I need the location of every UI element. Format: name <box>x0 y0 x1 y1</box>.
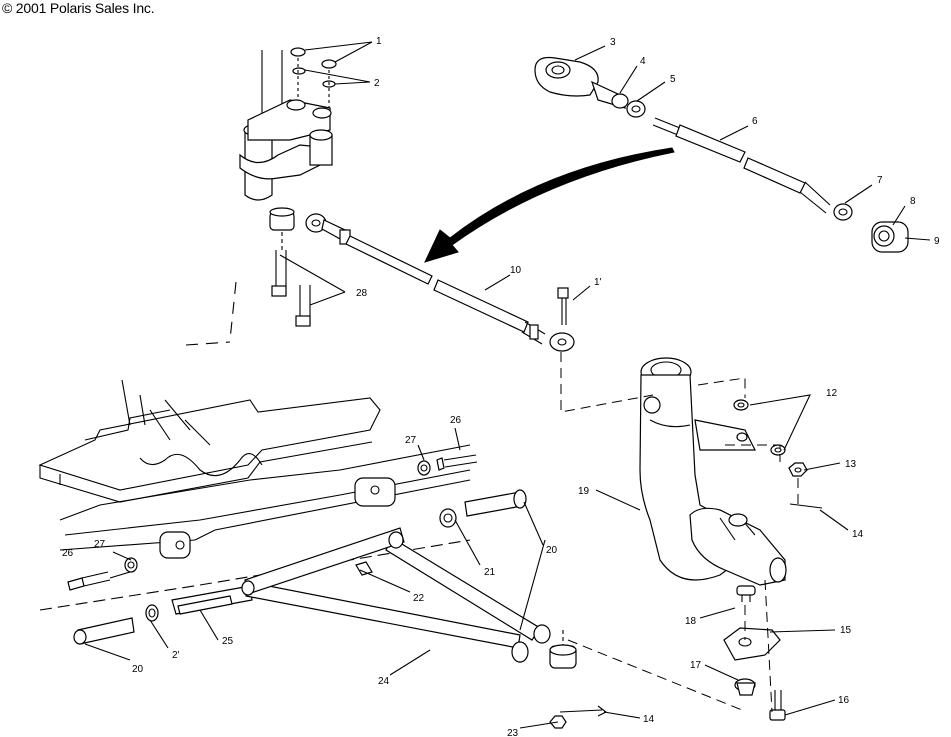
callout-20-right: 20 <box>546 545 558 556</box>
callout-25: 25 <box>222 636 234 647</box>
callout-11: 1' <box>594 277 602 288</box>
callout-26-right: 26 <box>450 415 462 426</box>
callout-10: 10 <box>510 265 522 276</box>
callout-12: 12 <box>826 388 838 399</box>
frame-section <box>38 379 471 611</box>
assembly-dashed-lines <box>560 352 799 713</box>
callout-9: 9 <box>934 236 940 247</box>
callout-14-lower: 14 <box>643 714 655 725</box>
callout-7: 7 <box>877 175 883 186</box>
tie-rod-assembled <box>305 213 575 352</box>
knuckle-hardware <box>559 399 823 721</box>
callout-18: 18 <box>685 616 697 627</box>
callout-labels: 1 2 3 4 5 6 7 8 9 10 1' 12 13 14 15 16 1… <box>62 36 940 737</box>
a-arm <box>171 527 577 729</box>
callout-6: 6 <box>752 116 758 127</box>
callout-2: 2 <box>374 78 380 89</box>
steering-post-assembly <box>185 47 337 346</box>
callout-17: 17 <box>690 660 702 671</box>
callout-20-left: 20 <box>132 664 144 675</box>
tie-rod-end-assembly <box>534 56 909 253</box>
callout-22: 22 <box>413 593 425 604</box>
bushings-and-bolts <box>67 454 527 645</box>
callout-3: 3 <box>610 37 616 48</box>
callout-23: 23 <box>507 728 519 737</box>
callout-26-left: 26 <box>62 548 74 559</box>
callout-4: 4 <box>640 56 646 67</box>
callout-leader-lines <box>84 41 931 729</box>
callout-1: 1 <box>376 36 382 47</box>
callout-5: 5 <box>670 74 676 85</box>
callout-15: 15 <box>840 625 852 636</box>
callout-28: 28 <box>356 288 368 299</box>
callout-16: 16 <box>838 695 850 706</box>
callout-21-right: 21 <box>484 567 496 578</box>
copyright-notice: © 2001 Polaris Sales Inc. <box>2 0 155 16</box>
callout-13: 13 <box>845 459 857 470</box>
callout-19: 19 <box>578 486 590 497</box>
callout-27-left: 27 <box>94 539 106 550</box>
callout-21-left: 2' <box>172 650 180 661</box>
callout-8: 8 <box>910 196 916 207</box>
callout-27-right: 27 <box>405 435 417 446</box>
callout-14-upper: 14 <box>852 529 864 540</box>
callout-24: 24 <box>378 676 390 687</box>
spindle-knuckle <box>639 357 787 586</box>
assembly-direction-arrow <box>424 147 675 263</box>
